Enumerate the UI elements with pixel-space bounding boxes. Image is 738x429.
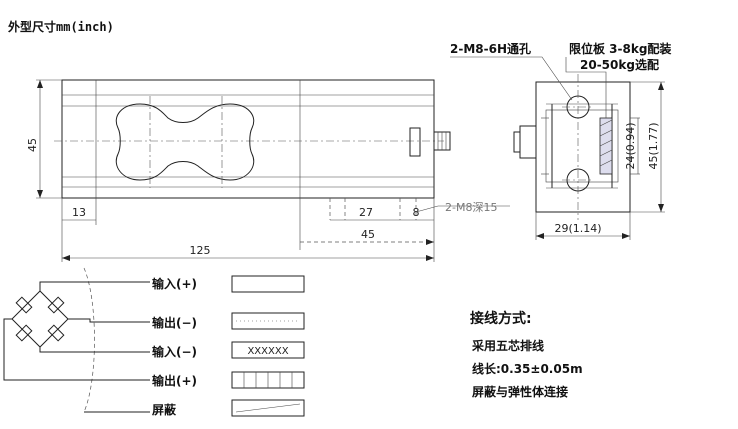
notes-line-3: 屏蔽与弹性体连接 [471, 384, 568, 399]
bridge-resistor-2 [47, 296, 65, 314]
hatch-2 [599, 129, 613, 137]
dim-13-text: 13 [72, 206, 86, 219]
hatch-4 [599, 149, 613, 157]
shield-curve [83, 267, 95, 413]
wire-output-plus [3, 318, 150, 381]
end-cable-gland [519, 125, 537, 159]
height-arrow-bottom [37, 190, 43, 198]
dumbbell-cutout [115, 103, 255, 181]
wiring-notes: 接线方式: 采用五芯排线 线长:0.35±0.05m 屏蔽与弹性体连接 [470, 310, 583, 399]
dim-125-arrow-right [426, 255, 434, 261]
dim-29-arrow-left [536, 233, 544, 239]
notes-line-1: 采用五芯排线 [471, 338, 544, 353]
wire-label-4: 输出(+) [152, 373, 197, 388]
limit-plate [599, 117, 613, 175]
limit-plate-label-1: 限位板 3-8kg配装 [569, 41, 671, 56]
notes-heading: 接线方式: [470, 310, 532, 327]
height-arrow-top [37, 80, 43, 88]
dim-125-arrow-left [62, 255, 70, 261]
dim-45e-text: 45(1.77) [647, 122, 660, 169]
end-body-outline [535, 81, 631, 213]
dim-27-text: 27 [359, 206, 373, 219]
wire-pattern-x [231, 341, 305, 359]
bridge-resistor-3 [15, 324, 33, 342]
wire-label-3: 输入(−) [152, 344, 197, 359]
hole-spec-label: 2-M8-6H通孔 [450, 41, 531, 56]
wire-output-minus [68, 318, 150, 323]
dim-45e-arrow-top [658, 82, 664, 90]
wiring-diagram: 输入(+) 输出(−) 输入(−) 输出(+) 屏蔽 XXXXXX [3, 267, 305, 417]
end-cable-nut [513, 131, 521, 153]
bridge-resistor-4 [47, 324, 65, 342]
side-view: 45 13 27 8 2-M8深15 45 125 [26, 79, 510, 262]
dim-29-text: 29(1.14) [554, 222, 601, 235]
wire-label-1: 输入(+) [152, 276, 197, 291]
dim-45e-arrow-bottom [658, 204, 664, 212]
wire-bars [243, 372, 293, 388]
height-dim-text: 45 [26, 138, 39, 152]
wire-pattern-diagonal [231, 399, 305, 417]
wire-label-2: 输出(−) [152, 315, 197, 330]
cable-slot [409, 127, 421, 157]
notes-line-2: 线长:0.35±0.05m [472, 361, 583, 376]
dim-24-text: 24(0.94) [624, 122, 637, 169]
hatch-5 [599, 159, 613, 167]
dim-29-arrow-right [622, 233, 630, 239]
wire-input-plus [39, 281, 150, 291]
side-body-outline [61, 79, 435, 199]
end-recess [545, 109, 619, 183]
wire-pattern-x-text: XXXXXX [247, 346, 288, 357]
hole-note-leader [415, 205, 510, 213]
wire-input-minus [39, 347, 150, 353]
hatch-3 [599, 139, 613, 147]
hole-note-text: 2-M8深15 [445, 201, 497, 214]
hole-spec-leader [450, 56, 573, 101]
bridge-resistor-1 [15, 296, 33, 314]
limit-plate-label-2: 20-50kg选配 [580, 57, 659, 72]
limit-plate-leader [565, 57, 607, 118]
wire-label-5: 屏蔽 [151, 402, 177, 417]
wire-pattern-empty [231, 275, 305, 293]
dim-125-text: 125 [190, 244, 211, 257]
wire-diagonal [235, 403, 301, 413]
dim-45-arrow [426, 239, 434, 245]
end-view: 2-M8-6H通孔 限位板 3-8kg配装 20-50kg选配 24(0.94)… [450, 41, 671, 240]
dim-8-text: 8 [413, 206, 420, 219]
drawing-title: 外型尺寸mm(inch) [8, 19, 114, 34]
wire-pattern-dotted [231, 312, 305, 330]
dim-45-text: 45 [361, 228, 375, 241]
hatch-1 [599, 119, 613, 127]
